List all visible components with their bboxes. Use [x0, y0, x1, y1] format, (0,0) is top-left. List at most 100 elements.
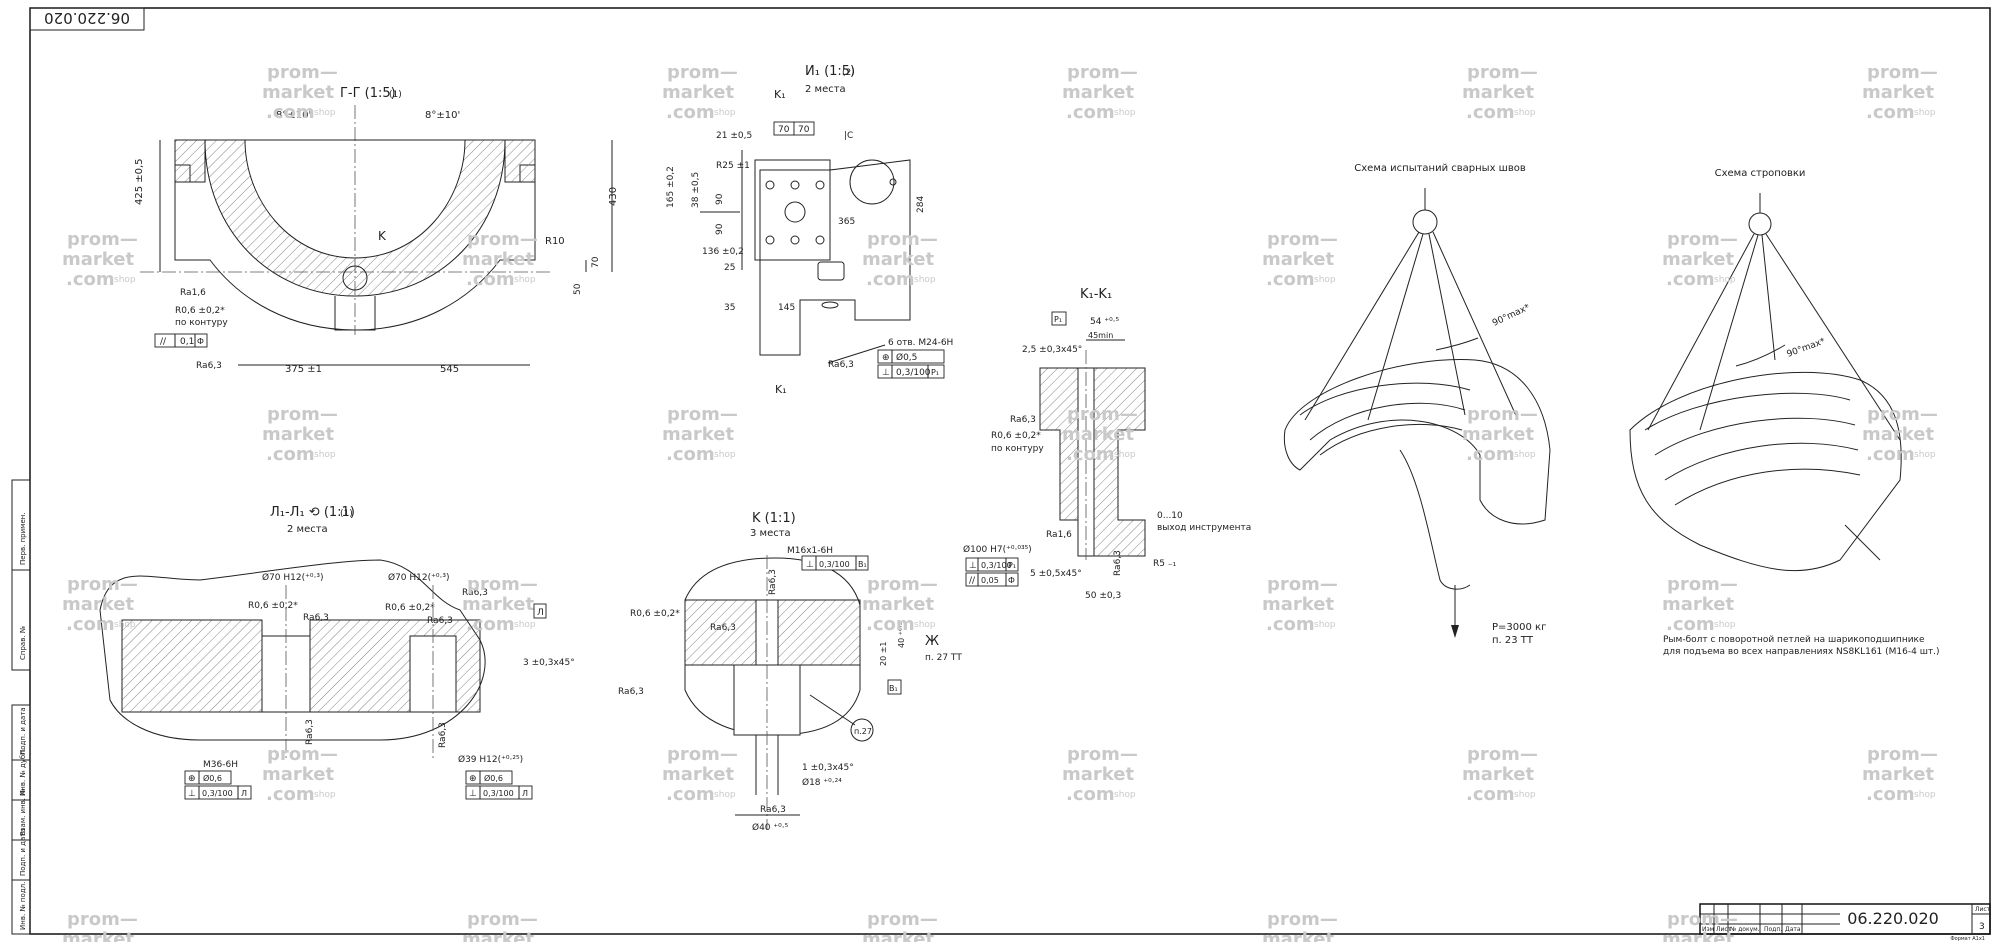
svg-text:market: market: [462, 249, 534, 270]
slinging-note-2: для подъема во всех направлениях NS8KL16…: [1663, 647, 1940, 657]
svg-text:.com: .com: [1466, 102, 1515, 123]
detail-k-weld-mark: Ж: [925, 634, 939, 649]
svg-text:prom—: prom—: [667, 62, 738, 83]
detail-k-ra63-c: Ra6,3: [618, 687, 644, 697]
svg-text:market: market: [662, 764, 734, 785]
l1l1-bore-left: Ø70 H12(⁺⁰·³): [262, 572, 323, 583]
detail-k-note-ref: п.27: [854, 727, 872, 736]
svg-text://: //: [969, 576, 976, 586]
svg-text:prom—: prom—: [1667, 229, 1738, 250]
svg-text:⊥: ⊥: [806, 560, 814, 570]
svg-text:shop: shop: [914, 620, 936, 630]
gg-parallel-datum: Ф: [197, 337, 204, 346]
i1-k1-bottom: K₁: [775, 383, 787, 396]
gg-dim-375: 375 ±1: [285, 364, 322, 375]
weld-test-note: п. 23 ТТ: [1492, 635, 1534, 646]
side-stamp-label-4: Инв. № дубл.: [19, 748, 27, 796]
svg-text:prom—: prom—: [1867, 62, 1938, 83]
detail-k-ra63-d: Ra6,3: [760, 805, 786, 815]
title-block: Изм Лист № докум. Подп. Дата 06.220.020 …: [1699, 903, 1991, 942]
weld-test-title: Схема испытаний сварных швов: [1354, 163, 1526, 174]
gg-dim-70: 70: [591, 256, 601, 268]
svg-text:shop: shop: [714, 108, 736, 118]
i1-dim-35: 35: [724, 303, 735, 313]
svg-text:market: market: [862, 594, 934, 615]
svg-text:.com: .com: [1066, 784, 1115, 805]
svg-text:⊕: ⊕: [469, 774, 477, 784]
svg-text:.com: .com: [1466, 784, 1515, 805]
svg-text:market: market: [262, 82, 334, 103]
gg-ra63: Ra6,3: [196, 361, 222, 371]
svg-text:market: market: [1062, 764, 1134, 785]
svg-text:.com: .com: [1466, 444, 1515, 465]
k1k1-runout-range: 0...10: [1157, 511, 1183, 521]
view-i1: И₁ (1:5) (2) 2 места K₁ K₁ 21 ±0,5 70 70…: [666, 64, 953, 396]
i1-c-mark: |C: [844, 131, 853, 141]
svg-text:⊥: ⊥: [882, 368, 890, 378]
svg-text:.com: .com: [66, 614, 115, 635]
slinging-note-1: Рым-болт с поворотной петлей на шарикопо…: [1663, 635, 1925, 645]
svg-text:market: market: [62, 594, 134, 615]
side-stamp-label-1: Перв. примен.: [19, 512, 27, 565]
svg-text:shop: shop: [1514, 450, 1536, 460]
slinging-angle: 90°max*: [1786, 337, 1828, 360]
l1l1-ra63-b: Ra6,3: [427, 616, 453, 626]
i1-dim-365: 365: [838, 217, 855, 227]
svg-text:prom—: prom—: [467, 909, 538, 930]
side-stamp-label-6: Подп. и дата: [19, 828, 27, 876]
svg-text:shop: shop: [314, 790, 336, 800]
svg-text:shop: shop: [314, 450, 336, 460]
svg-text:.com: .com: [466, 614, 515, 635]
gg-height-430: 430: [608, 187, 619, 206]
svg-text:shop: shop: [314, 108, 336, 118]
svg-text:shop: shop: [714, 450, 736, 460]
svg-text:shop: shop: [714, 790, 736, 800]
i1-dim-21: 21 ±0,5: [716, 131, 752, 141]
l1l1-ra63-c: Ra6,3: [462, 588, 488, 598]
weld-test-angle: 90°max*: [1491, 303, 1532, 329]
svg-text:prom—: prom—: [67, 229, 138, 250]
detail-k-bore-18: Ø18 ⁺⁰·²⁴: [802, 777, 842, 788]
k1k1-ra63a: Ra6,3: [1010, 415, 1036, 425]
detail-k-weld-note: п. 27 ТТ: [925, 653, 962, 663]
svg-text:⊥: ⊥: [469, 789, 477, 799]
k1k1-datum: P₁: [1054, 315, 1062, 324]
sheet-label: Лист: [1975, 906, 1991, 913]
svg-text:.com: .com: [1066, 102, 1115, 123]
svg-text:market: market: [1062, 424, 1134, 445]
detail-k-depth-20: 20 ±1: [879, 641, 888, 666]
svg-text:prom—: prom—: [1267, 229, 1338, 250]
sheet-number: 3: [1979, 922, 1985, 932]
svg-text:market: market: [1462, 424, 1534, 445]
detail-k-subtitle: 3 места: [750, 528, 791, 539]
svg-text:shop: shop: [1514, 108, 1536, 118]
section-gg-title-note: (1): [389, 90, 402, 100]
gg-dim-50: 50: [573, 283, 583, 295]
format-label: Формат А1х1: [1950, 936, 1985, 942]
gg-detail-k: K: [378, 229, 387, 243]
svg-text:shop: shop: [514, 620, 536, 630]
svg-text:shop: shop: [914, 275, 936, 285]
k1k1-dim-45min: 45min: [1088, 331, 1113, 340]
svg-text:shop: shop: [114, 275, 136, 285]
svg-text:market: market: [1662, 929, 1734, 942]
sheet-frame: 06.220.020: [29, 7, 1991, 935]
i1-title-note: (2): [842, 68, 855, 78]
gg-angle-left: 8°±10': [276, 110, 311, 121]
svg-text:shop: shop: [114, 620, 136, 630]
svg-text:shop: shop: [1514, 790, 1536, 800]
svg-text:prom—: prom—: [1467, 62, 1538, 83]
svg-text:prom—: prom—: [1867, 744, 1938, 765]
section-l1l1: Л₁-Л₁ ⟲ (1:1) (1) 2 места Ø70 H12(⁺⁰·³) …: [99, 505, 575, 800]
i1-title: И₁ (1:5): [805, 64, 855, 79]
detail-k-ra63-b: Ra6,3: [710, 623, 736, 633]
